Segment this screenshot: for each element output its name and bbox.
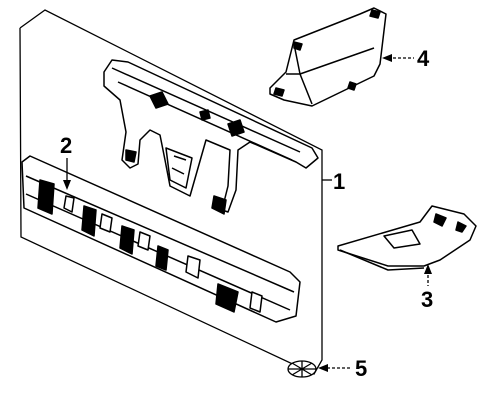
leader-arrows xyxy=(63,54,432,372)
impact-bar-part xyxy=(21,155,301,323)
callout-4: 4 xyxy=(417,46,430,71)
callout-5: 5 xyxy=(355,356,367,381)
splash-shield-part xyxy=(269,7,387,107)
emblem-part xyxy=(287,360,317,378)
arrow-3-icon xyxy=(424,264,432,274)
callout-2: 2 xyxy=(60,133,72,158)
air-deflector-part xyxy=(337,205,477,271)
callout-3: 3 xyxy=(421,287,433,312)
callout-1: 1 xyxy=(333,169,345,194)
arrow-2-icon xyxy=(63,180,71,190)
arrow-4-icon xyxy=(382,54,392,62)
radiator-support-part xyxy=(103,59,319,215)
arrow-5-icon xyxy=(318,364,328,372)
assembly-panel-outline xyxy=(19,9,323,375)
